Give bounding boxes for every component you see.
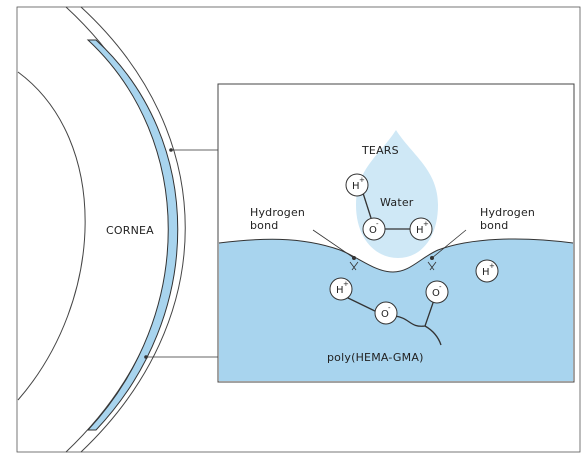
hydrogen-bond-right-label-line2: bond: [480, 219, 508, 232]
cornea-inner-curve: [17, 71, 86, 401]
polymer-h-atom-left: [329, 277, 353, 301]
polymer-chain-upper: [394, 299, 435, 327]
outer-frame: [16, 6, 581, 453]
polymer-h-right-charge: +: [489, 262, 495, 270]
polymer-leader-dot: [144, 355, 148, 359]
cornea-label: CORNEA: [106, 224, 154, 237]
water-label: Water: [380, 196, 414, 209]
water-h-atom-right: [409, 217, 433, 241]
polymer-surface: [218, 238, 574, 273]
water-o-charge: -: [376, 220, 379, 228]
polymer-h-atom-right: [475, 259, 499, 283]
hydrogen-bond-left-label-line1: Hydrogen: [250, 206, 305, 219]
polymer-h-left-charge: +: [343, 280, 349, 288]
polymer-o-atom-middle: [374, 301, 398, 325]
hbond-left-leader: [312, 229, 355, 259]
polymer-o-atom-right: [425, 280, 449, 304]
tears-label: TEARS: [361, 144, 399, 157]
polymer-label: poly(HEMA-GMA): [327, 351, 424, 364]
water-h-right-letter: H: [416, 225, 424, 236]
hbond-left-marks: [349, 261, 359, 271]
tears-leader-dot: [169, 148, 173, 152]
hbond-left-dot: [352, 256, 356, 260]
water-h-top-letter: H: [352, 181, 360, 192]
polymer-o-middle-charge: -: [388, 304, 391, 312]
polymer-h-right-letter: H: [482, 267, 490, 278]
polymer-h-left-letter: H: [336, 285, 344, 296]
hbond-right-marks: [427, 261, 437, 271]
polymer-o-right-letter: O: [432, 288, 440, 299]
cornea-back-edge: [80, 6, 186, 453]
polymer-chain-lower: [424, 325, 442, 346]
hydrogen-bond-right-label-line1: Hydrogen: [480, 206, 535, 219]
water-o-atom: [362, 217, 386, 241]
hydrogen-bond-left-label-line2: bond: [250, 219, 278, 232]
hbond-right-leader: [431, 229, 467, 259]
hbond-right-dot: [430, 256, 434, 260]
polymer-bond-h-o: [345, 296, 380, 314]
water-h-right-charge: +: [423, 220, 429, 228]
water-h-top-charge: +: [359, 176, 365, 184]
polymer-o-right-charge: -: [439, 283, 442, 291]
contact-lens-arc: [86, 39, 179, 431]
polymer-o-middle-letter: O: [381, 309, 389, 320]
water-bond-left: [362, 192, 372, 219]
water-h-atom-top: [345, 173, 369, 197]
water-o-letter: O: [369, 225, 377, 236]
